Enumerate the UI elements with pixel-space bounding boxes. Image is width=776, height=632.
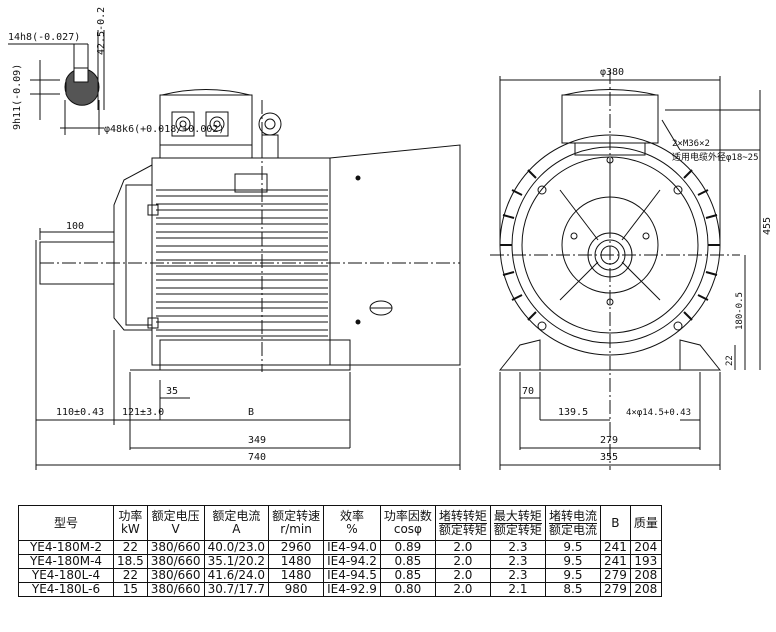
foot-height-label: 22 [725,355,735,366]
table-cell: 2.0 [434,540,491,555]
shaft-diameter-label: φ48k6(+0.018/+0.002) [104,124,224,135]
table-cell: 279 [599,568,631,583]
table-cell: 9.5 [544,568,601,583]
table-cell: 2.0 [434,568,491,583]
motor-drawing: 14h8(-0.027) 42.5-0.2 9h11(-0.09) φ48k6(… [8,7,773,470]
shaft-length-label: 100 [66,221,84,232]
dim-380-label: φ380 [600,67,624,78]
table-cell: 18.5 [113,554,148,569]
table-cell: 279 [599,582,631,597]
table-cell: YE4-180L-4 [18,568,114,583]
dim-279-label: 279 [600,435,618,446]
table-cell: 380/660 [146,540,205,555]
table-cell: 2.3 [489,554,546,569]
table-cell: YE4-180M-4 [18,554,114,569]
table-cell: 22 [113,568,148,583]
table-cell: 193 [629,554,662,569]
motor-front-view [490,70,740,470]
front-dimensions [499,76,761,470]
table-cell: YE4-180M-2 [18,540,114,555]
dim-121-label: 121±3.0 [122,407,164,418]
table-cell: 30.7/17.7 [203,582,270,597]
col-max-torque: 最大转矩额定转矩 [489,505,546,541]
dim-b-label: B [248,407,254,418]
table-cell: 22 [113,540,148,555]
table-cell: 380/660 [146,568,205,583]
table-cell: 35.1/20.2 [203,554,270,569]
table-cell: 208 [629,568,662,583]
table-cell: 8.5 [544,582,601,597]
table-cell: 9.5 [544,540,601,555]
height-455-label: 455 [762,217,773,235]
col-locked-torque: 堵转转矩额定转矩 [434,505,491,541]
center-height-label: 180-0.5 [735,292,745,330]
side-dimensions [35,228,461,470]
table-cell: 2.0 [434,554,491,569]
col-model: 型号 [18,505,114,541]
key-width-label: 14h8(-0.027) [8,32,80,43]
table-cell: 40.0/23.0 [203,540,270,555]
table-cell: IE4-92.9 [323,582,381,597]
table-cell: 204 [629,540,662,555]
table-cell: IE4-94.5 [323,568,381,583]
dim-740-label: 740 [248,452,266,463]
col-mass: 质量 [629,505,662,541]
table-cell: 1480 [268,568,325,583]
motor-side-view [39,89,461,372]
table-cell: 980 [268,582,325,597]
cable-gland-label: 2×M36×2 [672,139,710,149]
dim-110-label: 110±0.43 [56,407,104,418]
table-cell: 2960 [268,540,325,555]
table-cell: 1480 [268,554,325,569]
key-groove-label: 9h11(-0.09) [12,64,23,130]
dim-139-label: 139.5 [558,407,588,418]
table-cell: 0.85 [379,568,436,583]
table-cell: 208 [629,582,662,597]
table-cell: 241 [599,554,631,569]
radial-fins [500,169,720,321]
cable-note-label: 适用电缆外径φ18~25 [672,151,759,163]
table-cell: 41.6/24.0 [203,568,270,583]
table-cell: 9.5 [544,554,601,569]
table-cell: 0.89 [379,540,436,555]
table-cell: 0.85 [379,554,436,569]
shaft-section [8,30,105,135]
table-cell: 2.3 [489,540,546,555]
cooling-fins [156,189,328,337]
table-cell: 2.1 [489,582,546,597]
dim-355-label: 355 [600,452,618,463]
table-cell: YE4-180L-6 [18,582,114,597]
table-cell: 2.0 [434,582,491,597]
key-depth-label: 42.5-0.2 [96,7,107,55]
table-cell: 0.80 [379,582,436,597]
table-cell: IE4-94.2 [323,554,381,569]
table-cell: 241 [599,540,631,555]
dim-349-label: 349 [248,435,266,446]
table-cell: 15 [113,582,148,597]
col-efficiency: 效率% [323,505,381,541]
col-b: B [599,505,631,541]
dim-70-label: 70 [522,386,534,397]
table-cell: 2.3 [489,568,546,583]
hole-label: 4×φ14.5+0.43 [626,408,691,418]
table-cell: 380/660 [146,582,205,597]
table-cell: IE4-94.0 [323,540,381,555]
table-cell: 380/660 [146,554,205,569]
dim-35-label: 35 [166,386,178,397]
col-locked-current: 堵转电流额定电流 [544,505,601,541]
